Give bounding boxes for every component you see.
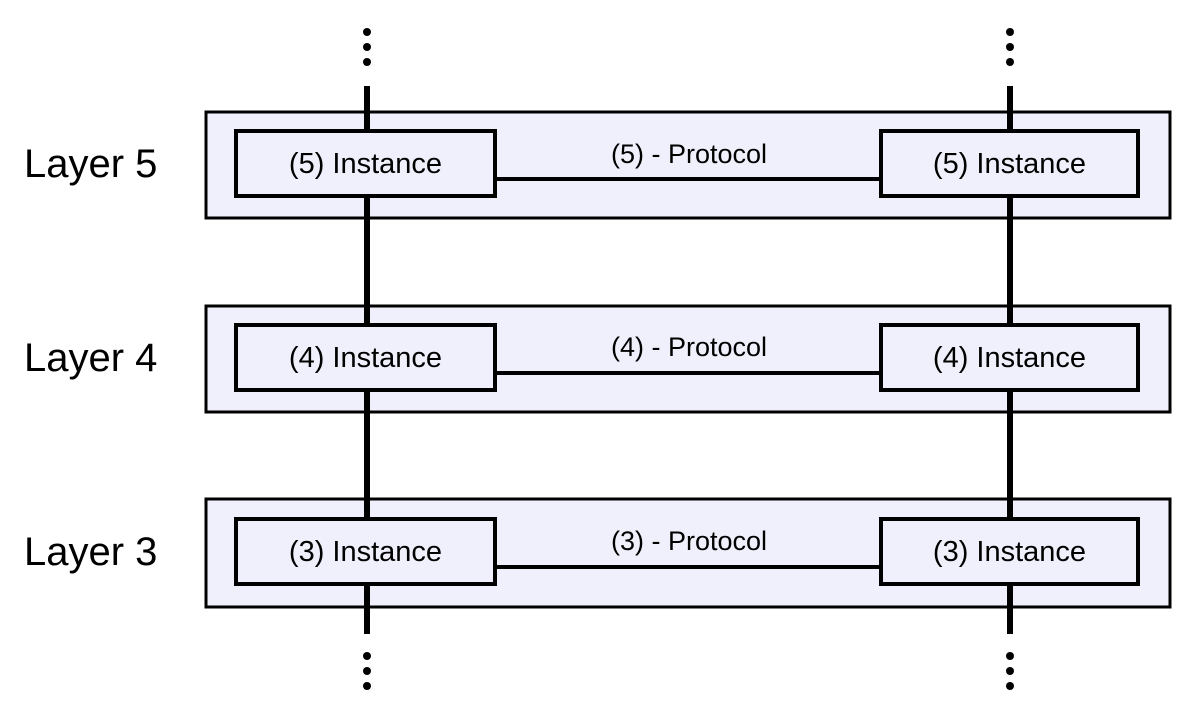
layer-5-right-instance-label: (5) Instance bbox=[933, 148, 1086, 180]
layer-4-group: Layer 4 (4) Instance (4) Instance (4) - … bbox=[24, 304, 1172, 414]
layer-4-label: Layer 4 bbox=[24, 336, 157, 380]
continuation-dots-top-left bbox=[363, 28, 371, 66]
continuation-dots-bottom-left bbox=[363, 652, 371, 690]
layer-4-right-instance-label: (4) Instance bbox=[933, 342, 1086, 374]
layer-5-left-instance-label: (5) Instance bbox=[289, 148, 442, 180]
layer-3-protocol-label: (3) - Protocol bbox=[611, 526, 767, 556]
layer-4-right-instance-box bbox=[879, 323, 1140, 392]
layer-4-left-instance-label: (4) Instance bbox=[289, 342, 442, 374]
layer-3-right-instance-label: (3) Instance bbox=[933, 536, 1086, 568]
layer-4-protocol-label: (4) - Protocol bbox=[611, 332, 767, 362]
layer-3-group: Layer 3 (3) Instance (3) Instance (3) - … bbox=[24, 497, 1172, 609]
layer-3-left-instance-label: (3) Instance bbox=[289, 536, 442, 568]
layer-5-label: Layer 5 bbox=[24, 142, 157, 186]
layer-3-label: Layer 3 bbox=[24, 530, 157, 574]
continuation-dots-top-right bbox=[1006, 28, 1014, 66]
layer-5-protocol-label: (5) - Protocol bbox=[611, 139, 767, 169]
continuation-dots-bottom-right bbox=[1006, 652, 1014, 690]
layer-4-left-instance-box bbox=[234, 323, 497, 392]
layer-5-group: Layer 5 (5) Instance (5) Instance (5) - … bbox=[24, 110, 1172, 220]
layer-5-right-instance-box bbox=[879, 129, 1140, 198]
